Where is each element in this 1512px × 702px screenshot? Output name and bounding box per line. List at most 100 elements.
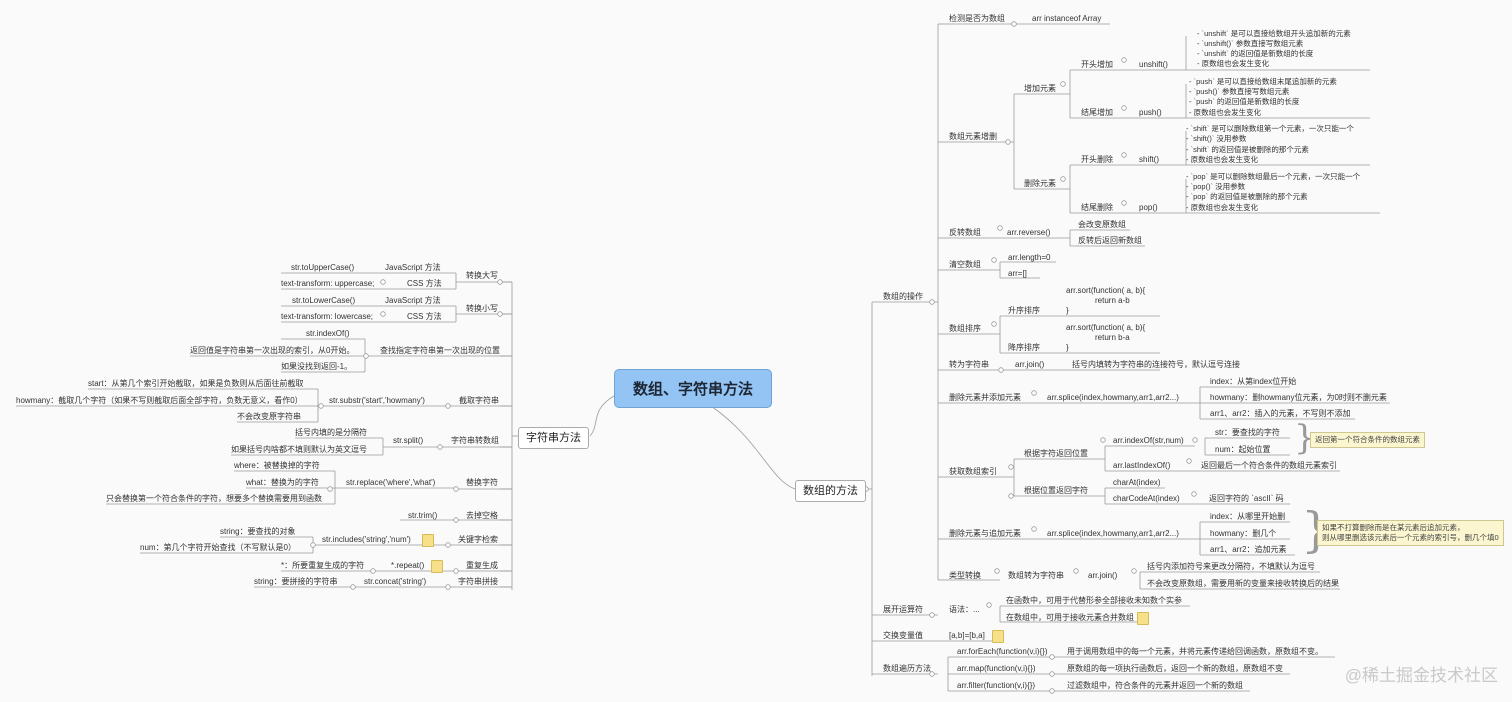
unshift-line[interactable]: - `unshift()` 参数直接写数组元素 (1197, 39, 1304, 48)
sort-desc[interactable]: 降序排序 (1008, 343, 1040, 352)
charat-method[interactable]: charAt(index) (1113, 478, 1161, 487)
collapse-toggle-icon[interactable] (445, 542, 451, 548)
pop-line[interactable]: - `pop()` 没用参数 (1186, 182, 1246, 191)
convert-sub[interactable]: 数组转为字符串 (1008, 571, 1064, 580)
convert-method[interactable]: arr.join() (1088, 571, 1118, 580)
substr-label[interactable]: 截取字符串 (459, 396, 499, 405)
collapse-toggle-icon[interactable] (929, 671, 935, 677)
includes-desc-1[interactable]: string：要查找的对象 (220, 527, 296, 536)
trim-method[interactable]: str.trim() (408, 511, 438, 520)
foreach-method[interactable]: arr.forEach(function(v,i){}) (957, 647, 1048, 656)
upper-js[interactable]: str.toUpperCase() (291, 263, 355, 272)
collapse-toggle-icon[interactable] (929, 612, 935, 618)
lower-css[interactable]: text-transform: lowercase; (281, 312, 374, 321)
pop-line[interactable]: - `pop` 的返回值是被删除的那个元素 (1186, 192, 1308, 201)
collapse-toggle-icon[interactable] (929, 299, 935, 305)
unshift-method[interactable]: unshift() (1139, 60, 1168, 69)
collapse-toggle-icon[interactable] (453, 517, 459, 523)
replace-desc-3[interactable]: 只会替换第一个符合条件的字符，想要多个替换需要用到函数 (106, 494, 322, 503)
collapse-toggle-icon[interactable] (1049, 688, 1055, 694)
upper-css-note[interactable]: CSS 方法 (407, 279, 442, 288)
collapse-toggle-icon[interactable] (497, 279, 503, 285)
filter-desc[interactable]: 过滤数组中，符合条件的元素并返回一个新的数组 (1067, 681, 1243, 690)
collapse-toggle-icon[interactable] (998, 367, 1004, 373)
delete-label[interactable]: 删除元素 (1024, 179, 1056, 188)
sort-asc-code[interactable]: return a-b (1095, 296, 1130, 305)
collapse-toggle-icon[interactable] (991, 321, 997, 327)
spread-desc-2[interactable]: 在数组中，可用于接收元素合并数组 (1006, 613, 1134, 622)
collapse-toggle-icon[interactable] (1192, 437, 1198, 443)
swap-value[interactable]: [a,b]=[b,a] (949, 631, 985, 640)
substr-method[interactable]: str.substr('start','howmany') (329, 396, 425, 405)
isarray-label[interactable]: 检测是否为数组 (949, 14, 1005, 23)
collapse-toggle-icon[interactable] (1131, 568, 1137, 574)
collapse-toggle-icon[interactable] (1008, 493, 1014, 499)
splice2-desc-1[interactable]: index：从哪里开始删 (1210, 512, 1286, 521)
indexof-method[interactable]: str.indexOf() (306, 329, 350, 338)
map-method[interactable]: arr.map(function(v,i){}) (957, 664, 1036, 673)
replace-desc-2[interactable]: what：替换为的字符 (246, 478, 319, 487)
collapse-toggle-icon[interactable] (1121, 152, 1127, 158)
sort-asc-code[interactable]: arr.sort(function( a, b){ (1066, 286, 1146, 295)
unshift-line[interactable]: - `unshift` 的返回值是新数组的长度 (1197, 49, 1314, 58)
collapse-toggle-icon[interactable] (310, 542, 316, 548)
splice2-method[interactable]: arr.splice(index,howmany,arr1,arr2...) (1047, 529, 1179, 538)
sort-desc-code[interactable]: return b-a (1095, 333, 1130, 342)
collapse-toggle-icon[interactable] (991, 257, 997, 263)
push-line[interactable]: - `push` 是可以直接给数组末尾追加新的元素 (1189, 77, 1337, 86)
note-icon[interactable] (992, 630, 1004, 643)
collapse-toggle-icon[interactable] (1049, 654, 1055, 660)
splice2-desc-3[interactable]: arr1、arr2：追加元素 (1210, 545, 1287, 554)
lastindexof-note[interactable]: 返回最后一个符合条件的数组元素索引 (1201, 461, 1337, 470)
indexof-desc-2[interactable]: 如果没找到返回-1。 (281, 362, 353, 371)
collapse-toggle-icon[interactable] (1100, 437, 1106, 443)
spread-desc-1[interactable]: 在函数中，可用于代替形参全部接收未知数个实参 (1006, 596, 1182, 605)
collapse-toggle-icon[interactable] (997, 225, 1003, 231)
push-method[interactable]: push() (1139, 108, 1162, 117)
replace-label[interactable]: 替换字符 (466, 478, 498, 487)
lower-label[interactable]: 转换小写 (466, 304, 498, 313)
charcodeat-note[interactable]: 返回字符的 `ascII` 码 (1209, 494, 1284, 503)
splice1-desc-3[interactable]: arr1、arr2：插入的元素，不写则不添加 (1210, 409, 1351, 418)
shift-line[interactable]: - `shift()` 没用参数 (1186, 134, 1247, 143)
sort-label[interactable]: 数组排序 (949, 324, 981, 333)
collapse-toggle-icon[interactable] (994, 568, 1000, 574)
includes-label[interactable]: 关键字检索 (458, 535, 498, 544)
sort-desc-code[interactable]: arr.sort(function( a, b){ (1066, 323, 1146, 332)
push-line[interactable]: - `push()` 参数直接写数组元素 (1189, 87, 1290, 96)
lastindexof-method[interactable]: arr.lastIndexOf() (1113, 461, 1171, 470)
includes-desc-2[interactable]: num：第几个字符开始查找（不写默认是0） (140, 543, 297, 552)
spread-label[interactable]: 展开运算符 (883, 605, 923, 614)
upper-label[interactable]: 转换大写 (466, 271, 498, 280)
includes-method[interactable]: str.includes('string','num') (322, 535, 411, 544)
collapse-toggle-icon[interactable] (497, 311, 503, 317)
concat-label[interactable]: 字符串拼接 (458, 577, 498, 586)
substr-desc-1[interactable]: start：从第几个索引开始截取，如果是负数则从后面往前截取 (88, 379, 304, 388)
indexof-str-note[interactable]: str：要查找的字符 (1215, 428, 1280, 437)
shift-line[interactable]: - 原数组也会发生变化 (1186, 155, 1259, 164)
unshift-line[interactable]: - 原数组也会发生变化 (1197, 59, 1270, 68)
addremove-label[interactable]: 数组元素增删 (949, 132, 997, 141)
sort-desc-code[interactable]: } (1066, 343, 1069, 352)
splice1-label[interactable]: 删除元素并添加元素 (949, 393, 1021, 402)
collapse-toggle-icon[interactable] (1031, 390, 1037, 396)
collapse-toggle-icon[interactable] (318, 403, 324, 409)
lower-js[interactable]: str.toLowerCase() (292, 296, 356, 305)
collapse-toggle-icon[interactable] (453, 486, 459, 492)
getindex-label[interactable]: 获取数组索引 (949, 467, 997, 476)
collapse-toggle-icon[interactable] (380, 311, 386, 317)
note-icon[interactable] (422, 534, 434, 547)
reverse-desc-1[interactable]: 会改变原数组 (1078, 220, 1126, 229)
collapse-toggle-icon[interactable] (380, 279, 386, 285)
convert-desc-1[interactable]: 括号内添加符号来更改分隔符，不填默认为逗号 (1147, 562, 1315, 571)
charcodeat-method[interactable]: charCodeAt(index) (1113, 494, 1180, 503)
indexof-label[interactable]: 查找指定字符串第一次出现的位置 (380, 346, 500, 355)
splice2-label[interactable]: 删除元素与追加元素 (949, 529, 1021, 538)
trim-label[interactable]: 去掉空格 (466, 511, 498, 520)
unshift-label[interactable]: 开头增加 (1081, 60, 1113, 69)
shift-label[interactable]: 开头删除 (1081, 155, 1113, 164)
sort-asc[interactable]: 升序排序 (1008, 306, 1040, 315)
splice1-desc-1[interactable]: index：从第index位开始 (1210, 377, 1297, 386)
reverse-label[interactable]: 反转数组 (949, 228, 981, 237)
by-pos-label[interactable]: 根据位置返回字符 (1024, 486, 1088, 495)
